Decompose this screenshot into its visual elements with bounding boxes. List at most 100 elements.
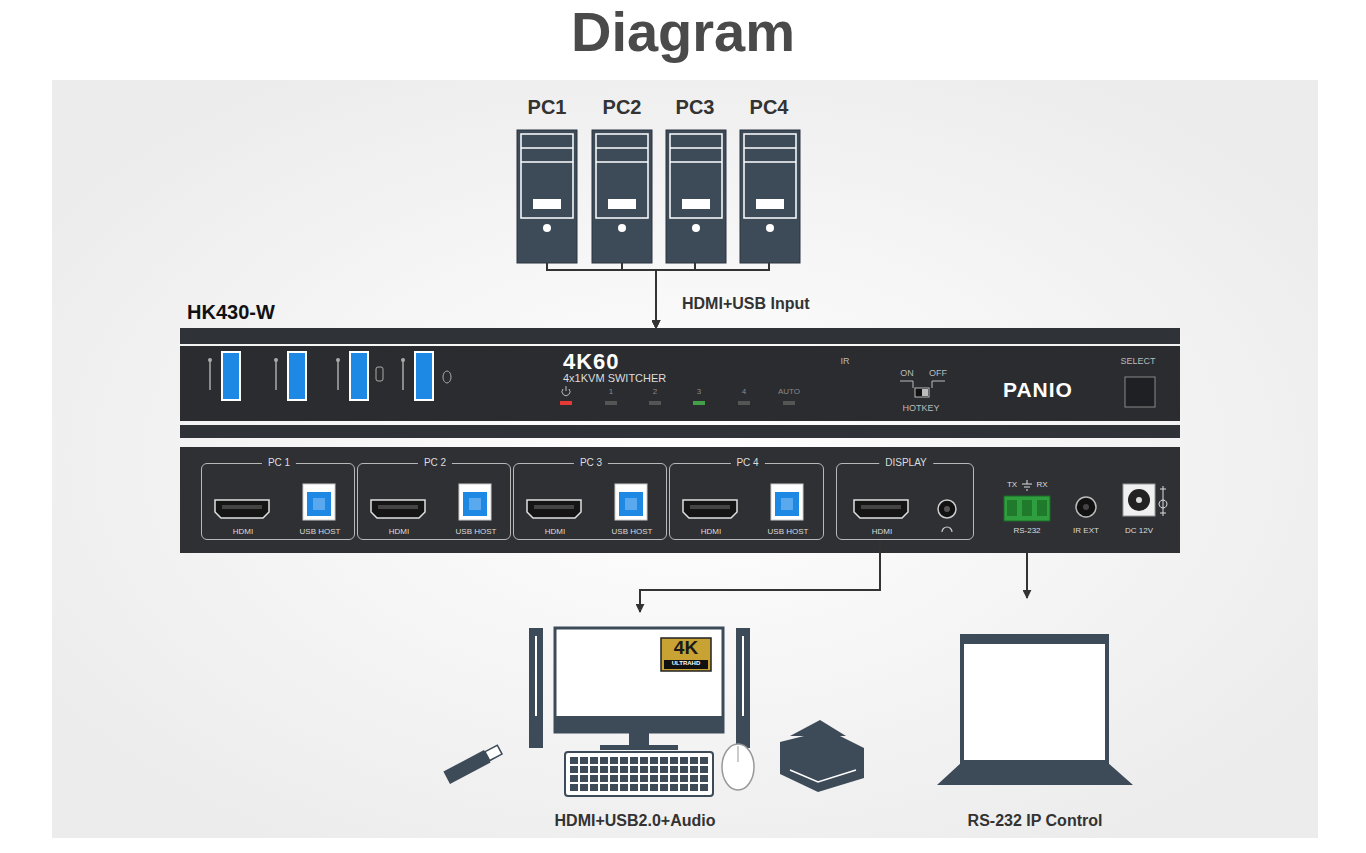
usb-symbol	[208, 358, 212, 362]
key	[690, 784, 698, 791]
key	[700, 775, 708, 782]
panel-label: ON	[900, 368, 914, 378]
workstation	[443, 628, 864, 796]
kvm-switch	[180, 328, 1180, 553]
drive-bay	[596, 161, 648, 163]
key	[670, 775, 678, 782]
tower-body	[740, 130, 800, 263]
hdmi-port	[527, 500, 581, 518]
hdmi-pins	[861, 505, 901, 509]
terminal-screw	[1037, 500, 1047, 516]
key	[590, 757, 598, 764]
key	[640, 766, 648, 773]
mouse-split	[738, 746, 739, 762]
key	[630, 766, 638, 773]
key	[620, 766, 628, 773]
hdmi-pins	[690, 505, 730, 509]
key	[640, 757, 648, 764]
mouse-icon	[443, 371, 451, 383]
key	[680, 784, 688, 791]
key	[570, 766, 578, 773]
port-label: HDMI	[545, 527, 565, 536]
headphone-icon	[942, 527, 952, 532]
pc-node: PC3	[663, 96, 727, 263]
front-panel	[180, 346, 1180, 421]
key	[610, 766, 618, 773]
key	[670, 757, 678, 764]
tower-bezel	[521, 134, 573, 218]
key	[670, 784, 678, 791]
drive-bay	[670, 147, 722, 149]
node-label: PC 1	[262, 457, 296, 469]
laptop-node: RS-232 IP Control	[930, 598, 1140, 838]
usb-b-port	[303, 484, 335, 520]
status-led	[693, 401, 705, 405]
key	[580, 784, 588, 791]
usb-b-socket	[307, 492, 331, 516]
key	[700, 784, 708, 791]
key	[580, 766, 588, 773]
key	[650, 784, 658, 791]
node-label: HDMI+USB2.0+Audio	[555, 812, 716, 830]
key	[650, 757, 658, 764]
key	[580, 775, 588, 782]
panel-label: RX	[1036, 480, 1047, 489]
laptop-bezel	[962, 636, 1107, 644]
drive-bay	[521, 147, 573, 149]
rear-panel	[180, 447, 1180, 553]
panel-label: 4K	[674, 637, 698, 659]
drive-slot	[608, 199, 636, 209]
panel-label: 2	[653, 387, 657, 396]
key	[680, 766, 688, 773]
usb-b-socket	[619, 492, 643, 516]
node-label: PC4	[750, 96, 789, 119]
panel-label: 3	[697, 387, 701, 396]
node-label: PC 3	[574, 457, 608, 469]
node-label: PC 2	[418, 457, 452, 469]
key	[660, 784, 668, 791]
usb-b-port	[615, 484, 647, 520]
panel-label: AUTO	[778, 387, 800, 396]
key	[570, 784, 578, 791]
speaker	[736, 628, 750, 748]
status-led	[783, 401, 795, 405]
speaker-grille	[742, 636, 744, 716]
panel-label: ULTRAHD	[672, 660, 701, 667]
key	[600, 766, 608, 773]
chassis-bar	[180, 425, 1180, 438]
port-label: HDMI	[233, 527, 253, 536]
node-label: PC1	[528, 96, 567, 119]
hdmi-port	[371, 500, 425, 518]
usb-b-socket	[463, 492, 487, 516]
key	[690, 775, 698, 782]
terminal-screw	[1007, 500, 1017, 516]
tower-body	[517, 130, 577, 263]
dc-jack-pin	[1136, 497, 1142, 503]
keyboard	[565, 752, 713, 796]
key	[630, 784, 638, 791]
node-label: HK430-W	[187, 301, 275, 324]
dc-jack	[1123, 484, 1155, 516]
port-label: USB HOST	[768, 527, 809, 536]
key	[610, 775, 618, 782]
key	[580, 757, 588, 764]
pc-port-group: PC 2HDMIUSB HOST	[357, 463, 511, 540]
pc-port-group: PC 3HDMIUSB HOST	[513, 463, 667, 540]
key	[610, 784, 618, 791]
usb-symbol	[337, 360, 339, 390]
laptop	[937, 636, 1133, 785]
pc-tower	[740, 130, 800, 263]
usb-port	[288, 352, 306, 400]
usb-b-tongue	[313, 498, 325, 510]
rs232-terminal	[1004, 496, 1050, 521]
keyboard-icon	[376, 367, 383, 381]
key	[650, 775, 658, 782]
key	[620, 757, 628, 764]
usb-symbol	[336, 358, 340, 362]
usb-port	[222, 352, 240, 400]
node-label: PC3	[676, 96, 715, 119]
usb-symbol	[274, 358, 278, 362]
